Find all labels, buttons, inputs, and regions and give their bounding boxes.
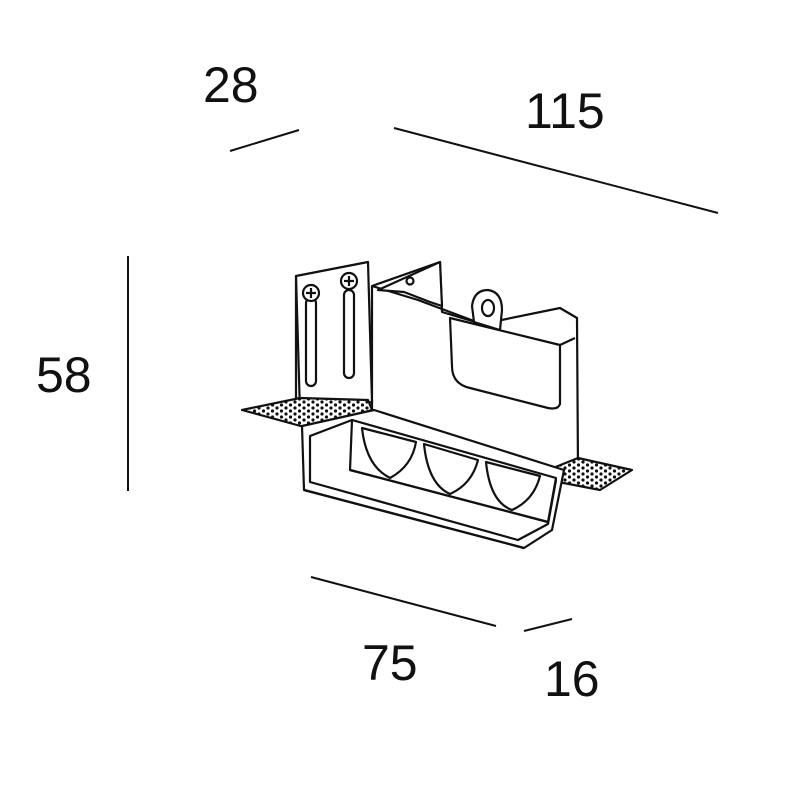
screw-cross-2 (344, 276, 354, 286)
dimension-label-depth: 28 (203, 57, 259, 113)
lens-3 (484, 460, 542, 512)
lens-1 (360, 426, 418, 480)
side-bracket (448, 316, 562, 410)
left-flange (240, 396, 374, 430)
dim-line-opening-length (310, 576, 497, 627)
left-slot-2 (342, 288, 356, 380)
dim-line-depth (229, 129, 300, 152)
left-slot-1 (304, 296, 318, 388)
bracket-screw-icon (405, 276, 415, 286)
housing-top-edge (371, 284, 483, 326)
dim-line-length (393, 127, 719, 214)
dimension-label-opening-width: 16 (544, 651, 600, 707)
lens-2 (422, 442, 480, 496)
dimension-label-height: 58 (36, 347, 92, 403)
screw-cross-1 (306, 288, 316, 298)
luminaire-drawing (240, 260, 634, 550)
dimension-label-length: 115 (525, 83, 605, 139)
dimension-lines (127, 127, 719, 632)
dimension-label-opening-length: 75 (362, 635, 418, 691)
lug-hole-icon (480, 298, 496, 318)
lens-opening-bottom (349, 468, 549, 524)
front-frame-lower (303, 488, 525, 550)
side-bracket-flange (559, 337, 576, 346)
dim-line-opening-width (523, 618, 573, 632)
